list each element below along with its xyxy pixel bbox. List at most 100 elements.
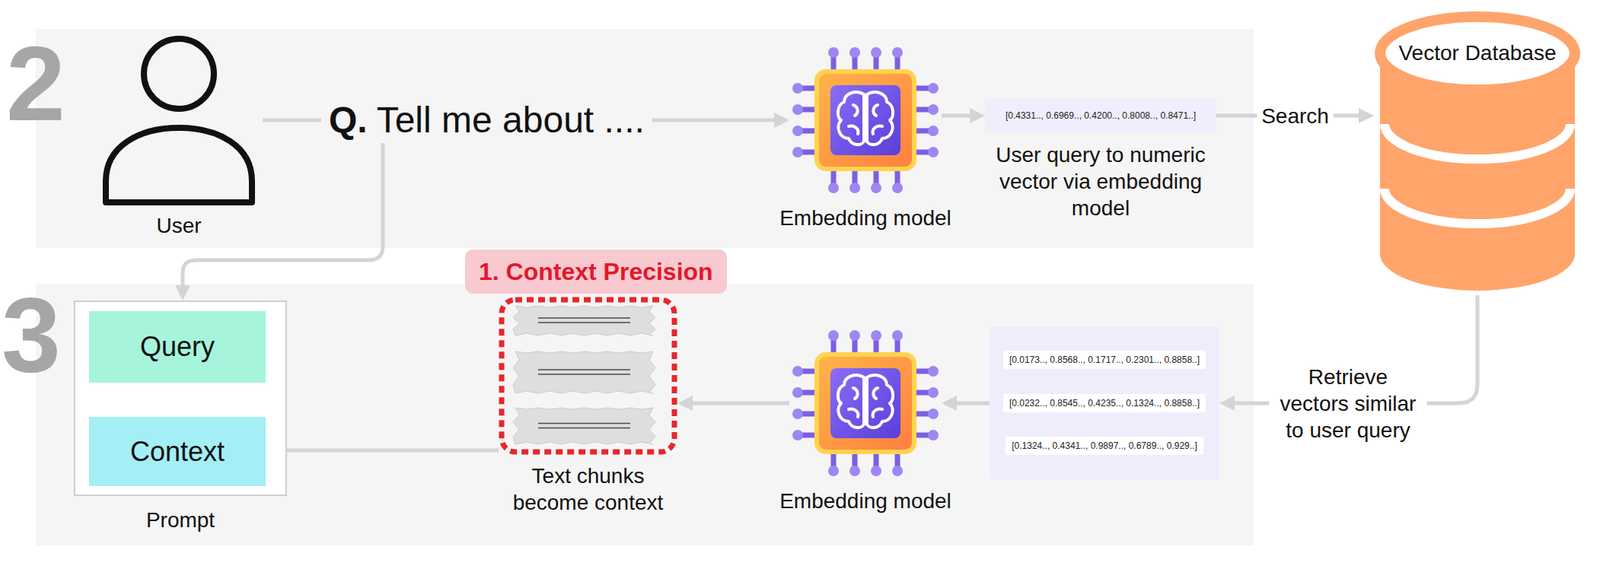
- paper-chunk: [513, 351, 656, 394]
- chip-symbol: [789, 327, 942, 480]
- chip-pin-end: [849, 330, 861, 342]
- node-label: User: [95, 213, 263, 240]
- brain-symbol: [873, 409, 883, 418]
- chip-pin-end: [892, 465, 903, 477]
- query-text: Q.Tell me about ....: [321, 97, 653, 144]
- chip-pin-end: [927, 366, 939, 377]
- chip-pin-end: [870, 465, 882, 477]
- connector: [692, 401, 790, 406]
- brain-symbol: [838, 92, 864, 145]
- vector-box: [0.4331.., 0.6969.., 0.4200.., 0.8008..,…: [984, 98, 1217, 133]
- connector: [280, 449, 499, 453]
- vector-values: [0.4331.., 0.6969.., 0.4200.., 0.8008..,…: [1005, 110, 1196, 122]
- text-line: [538, 373, 631, 376]
- chip-pin-end: [792, 366, 804, 377]
- chip-pin-end: [927, 125, 939, 137]
- edge-label: Retrieve vectors similar to user query: [1269, 362, 1428, 446]
- chip-pin-end: [792, 82, 804, 94]
- chip-core: [830, 85, 901, 156]
- brain-symbol: [873, 388, 878, 399]
- chip-pin-end: [849, 182, 861, 194]
- brain-symbol: [853, 388, 858, 399]
- user-symbol: [95, 30, 263, 244]
- chip-pin-end: [892, 330, 903, 342]
- connector: [956, 401, 990, 406]
- text-line: [538, 369, 631, 371]
- vector-values: [0.0173.., 0.8568.., 0.1717.., 0.2301..,…: [1003, 350, 1206, 370]
- embedding-model: Embedding model: [789, 327, 942, 514]
- query-prefix: Q.: [328, 97, 368, 144]
- cylinder-ring: [1384, 188, 1571, 224]
- chip-pin-end: [828, 330, 839, 342]
- metric-label: 1. Context Precision: [478, 249, 714, 294]
- brain-symbol: [866, 92, 893, 145]
- prompt-box: PromptQueryContext: [73, 300, 287, 497]
- step-number: 2: [6, 30, 66, 138]
- chip-pin-end: [792, 104, 804, 115]
- chip-pin-end: [892, 182, 903, 194]
- chip-pin-end: [927, 146, 939, 158]
- node-label: Vector Database: [1373, 39, 1581, 67]
- step-band: [35, 283, 1254, 546]
- chip-pin-end: [927, 430, 939, 441]
- chip-body: [816, 71, 915, 169]
- chip-pin-end: [870, 330, 882, 342]
- chip-pin-end: [792, 125, 804, 137]
- user-head: [143, 38, 214, 109]
- text-line: [538, 423, 631, 425]
- metric-tag: 1. Context Precision: [465, 249, 727, 294]
- text-line: [538, 321, 631, 324]
- chip-pin-end: [828, 465, 839, 477]
- query-text: Tell me about ....: [376, 97, 645, 144]
- chunk-frame: [498, 296, 678, 456]
- node-label: Prompt: [75, 507, 286, 534]
- node-caption: Text chunks become context: [494, 462, 682, 517]
- chip-pin-end: [792, 387, 804, 399]
- chip-pin-end: [870, 47, 882, 58]
- paper-chunk: [513, 407, 656, 445]
- chip-pin-end: [927, 104, 939, 115]
- text-line: [538, 317, 631, 319]
- vector-database: Vector Database: [1373, 9, 1581, 296]
- brain-symbol: [873, 126, 883, 134]
- box-label: Query: [140, 331, 215, 364]
- node-label: Embedding model: [766, 205, 965, 232]
- node-label: Embedding model: [766, 488, 965, 515]
- vector-panel: [0.0173.., 0.8568.., 0.1717.., 0.2301..,…: [989, 326, 1220, 480]
- context-box: Context: [89, 417, 266, 487]
- chip-pin-end: [927, 408, 939, 420]
- brain-symbol: [853, 105, 858, 116]
- box-label: Context: [130, 436, 225, 469]
- embedding-model: Embedding model: [789, 44, 942, 231]
- connector: [182, 143, 383, 286]
- connector: [262, 118, 322, 123]
- connector: [941, 114, 970, 118]
- chip-pin-end: [849, 47, 861, 58]
- context-chunks: Text chunks become context: [498, 296, 678, 456]
- chip-pin-end: [927, 387, 939, 399]
- text-line: [538, 427, 631, 430]
- connector: [652, 118, 775, 123]
- chip-pin-end: [892, 47, 903, 58]
- brain-symbol: [848, 126, 858, 134]
- step-band: [35, 28, 1254, 249]
- chip-pin-end: [849, 465, 861, 477]
- edge-label: Search: [1256, 101, 1334, 131]
- chip-symbol: [789, 44, 942, 197]
- chip-body: [816, 354, 915, 453]
- dashed-frame: [501, 299, 675, 453]
- query-box: Query: [89, 311, 266, 383]
- paper-chunk: [513, 305, 656, 336]
- chip-pin-end: [792, 408, 804, 420]
- brain-symbol: [873, 105, 878, 116]
- chip-pin-end: [870, 182, 882, 194]
- vector-values: [0.0232.., 0.8545.., 0.4235.., 0.1324..,…: [1003, 394, 1206, 413]
- brain-symbol: [848, 409, 858, 418]
- cylinder-ring: [1384, 124, 1571, 160]
- user-icon: User: [95, 30, 263, 244]
- vector-values: [0.1324.., 0.4341.., 0.9897.., 0.6789..,…: [1005, 436, 1204, 456]
- user-body: [105, 127, 252, 203]
- chip-pin-end: [792, 146, 804, 158]
